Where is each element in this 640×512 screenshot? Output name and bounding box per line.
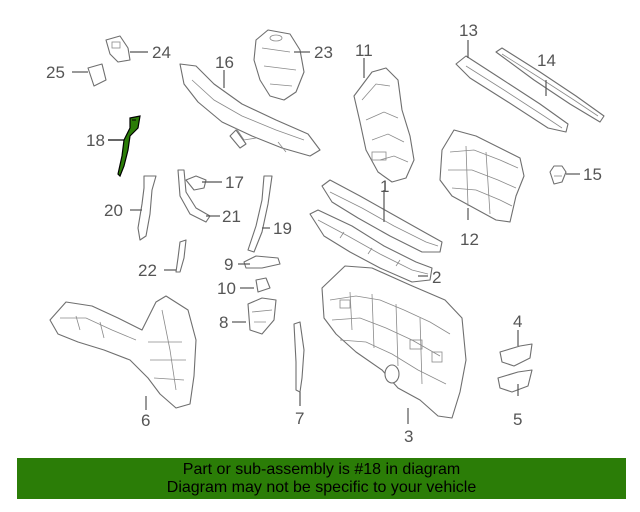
leader-lines [72,40,580,424]
part-5-pad[interactable] [497,369,533,393]
part-9-seal-strip[interactable] [243,255,281,269]
part-2-cowl-lower[interactable] [309,209,433,283]
part-16-cowl-top[interactable] [179,63,321,157]
callout-7: 7 [295,409,304,428]
callout-21: 21 [222,207,241,226]
part-10-block[interactable] [255,277,271,293]
parts-diagram: 1 2 3 4 5 6 7 8 9 10 11 12 13 14 15 16 1… [46,21,605,446]
notice-line-2: Diagram may not be specific to your vehi… [166,479,477,496]
callout-18: 18 [86,131,105,150]
notice-banner: Part or sub-assembly is #18 in diagram D… [17,458,626,499]
callout-4: 4 [513,312,522,331]
callout-15: 15 [583,165,602,184]
part-12-insulator[interactable] [439,129,525,223]
callout-20: 20 [104,201,123,220]
part-13-rail[interactable] [455,55,569,133]
part-6-side-frame[interactable] [49,295,197,409]
part-20-bracket[interactable] [137,175,157,241]
part-11-side-bracket[interactable] [353,67,415,183]
callout-23: 23 [314,43,333,62]
callout-17: 17 [225,173,244,192]
part-18-seal[interactable] [117,115,141,178]
part-23-duct[interactable] [253,29,305,101]
callout-9: 9 [224,255,233,274]
callout-labels: 1 2 3 4 5 6 7 8 9 10 11 12 13 14 15 16 1… [46,21,602,446]
callout-12: 12 [460,230,479,249]
part-8-bracket[interactable] [247,297,277,335]
part-4-pad[interactable] [499,343,533,367]
callout-8: 8 [219,313,228,332]
notice-line-1: Part or sub-assembly is #18 in diagram [182,461,461,478]
part-3-dash-panel[interactable] [321,265,467,419]
part-25-pad[interactable] [87,63,107,87]
callout-11: 11 [355,41,373,60]
part-17-clip[interactable] [185,175,207,191]
callout-16: 16 [215,53,234,72]
part-7-strip[interactable] [293,321,305,393]
callout-3: 3 [404,427,413,446]
callout-6: 6 [141,411,150,430]
callout-14: 14 [537,51,556,70]
callout-22: 22 [138,261,157,280]
part-15-clip[interactable] [549,165,567,185]
callout-1: 1 [380,177,389,196]
part-19-strip[interactable] [247,175,273,253]
callout-24: 24 [152,43,171,62]
callout-10: 10 [217,279,236,298]
callout-19: 19 [273,219,292,238]
part-24-bracket[interactable] [105,35,131,63]
part-1-cowl-upper[interactable] [321,179,443,253]
callout-13: 13 [459,21,478,40]
callout-25: 25 [46,63,65,82]
part-22-hook[interactable] [175,239,187,273]
callout-2: 2 [432,268,441,287]
callout-5: 5 [513,410,522,429]
